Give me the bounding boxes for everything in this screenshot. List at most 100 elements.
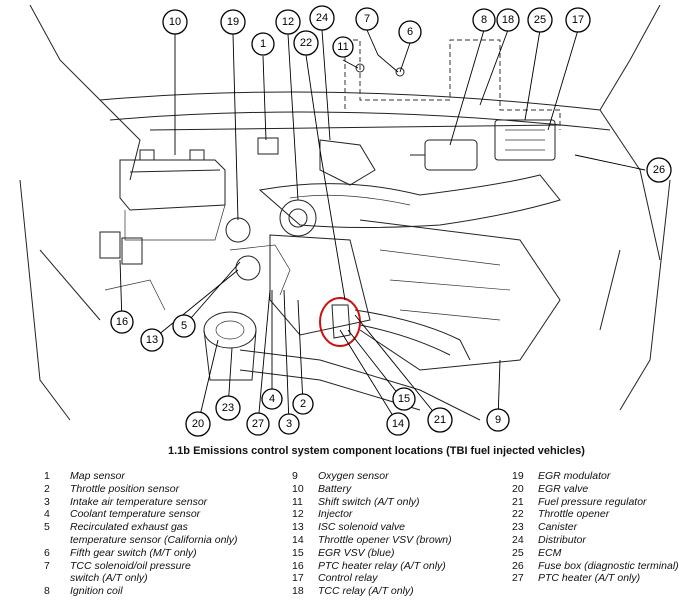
- callout-3: 3: [278, 413, 300, 435]
- legend-label: TCC relay (A/T only): [318, 585, 414, 598]
- relay-box: [99, 231, 166, 311]
- callout-9: 9: [486, 408, 510, 432]
- callout-11: 11: [332, 36, 354, 58]
- legend-number: 27: [512, 572, 524, 585]
- callout-circle: [565, 7, 591, 33]
- callout-circle: [162, 9, 188, 35]
- legend-number: 14: [292, 533, 304, 546]
- highlighted-component: [331, 304, 351, 339]
- legend-number: 21: [512, 495, 524, 508]
- callout-label: 6: [407, 26, 413, 38]
- callout-17: 17: [565, 7, 591, 33]
- legend-label: Coolant temperature sensor: [70, 508, 201, 521]
- callout-label: 5: [181, 320, 187, 332]
- callout-circle: [215, 395, 241, 421]
- legend-number: 8: [44, 585, 50, 598]
- callout-7: 7: [355, 7, 379, 31]
- callout-circle: [251, 32, 275, 56]
- legend-label: Map sensor: [70, 470, 125, 482]
- engine-body: [239, 174, 561, 421]
- callout-circle: [293, 30, 319, 56]
- legend-number: 17: [292, 572, 304, 585]
- legend-number: 20: [512, 482, 524, 495]
- legend-label: ECM: [538, 546, 562, 559]
- callout-circle: [309, 5, 335, 31]
- callout-circle: [185, 411, 211, 437]
- legend-label: Shift switch (A/T only): [318, 495, 420, 508]
- callout-23: 23: [215, 395, 241, 421]
- legend-number: 11: [292, 495, 303, 508]
- callout-20: 20: [185, 411, 211, 437]
- legend-number: 23: [512, 521, 524, 534]
- legend-label: Distributor: [538, 533, 586, 546]
- callout-label: 12: [282, 16, 294, 28]
- legend-label: Ignition coil: [70, 585, 123, 598]
- callout-label: 11: [337, 41, 348, 53]
- callout-14: 14: [386, 412, 410, 436]
- legend-number: 24: [512, 533, 524, 546]
- callout-27: 27: [246, 412, 270, 436]
- figure-caption: 1.1b Emissions control system component …: [168, 445, 585, 457]
- callout-circle: [246, 412, 270, 436]
- callout-circle: [292, 393, 314, 415]
- callout-label: 10: [169, 16, 181, 28]
- legend-number: 18: [292, 585, 304, 598]
- legend-label: Throttle opener: [538, 508, 610, 521]
- legend-number: 5: [44, 521, 50, 534]
- callout-circle: [261, 388, 283, 410]
- legend-label: EGR valve: [538, 482, 589, 495]
- legend-number: 3: [44, 495, 50, 508]
- callout-24: 24: [309, 5, 335, 31]
- callout-19: 19: [220, 9, 246, 35]
- callout-circle: [386, 412, 410, 436]
- callout-circle: [278, 413, 300, 435]
- callout-21: 21: [427, 407, 453, 433]
- legend-number: 25: [512, 546, 524, 559]
- legend-label-continued: temperature sensor (California only): [70, 533, 238, 546]
- callout-circle: [140, 328, 164, 352]
- callout-circle: [398, 20, 422, 44]
- callout-4: 4: [261, 388, 283, 410]
- callout-label: 27: [252, 418, 264, 430]
- callout-label: 15: [398, 393, 410, 405]
- callout-16: 16: [110, 310, 134, 334]
- battery-drawing: [119, 149, 226, 241]
- legend-label: EGR modulator: [538, 470, 611, 482]
- legend-number: 16: [292, 559, 304, 572]
- callout-label: 22: [300, 37, 312, 49]
- legend-item: 25 ECM: [512, 547, 679, 560]
- callout-label: 26: [653, 164, 665, 176]
- callout-13: 13: [140, 328, 164, 352]
- legend-label: Canister: [538, 521, 578, 534]
- leader-lines: [119, 29, 646, 425]
- callout-label: 4: [269, 393, 275, 405]
- callout-5: 5: [172, 314, 196, 338]
- body-outline: [19, 4, 671, 421]
- legend-label: Throttle position sensor: [70, 482, 180, 495]
- legend-item: 24 Distributor: [512, 534, 679, 547]
- legend-number: 13: [292, 521, 304, 534]
- callout-circle: [110, 310, 134, 334]
- legend-number: 2: [44, 482, 50, 495]
- legend-item: 8 Ignition coil: [44, 585, 238, 598]
- callout-circle: [392, 387, 416, 411]
- legend-label: TCC solenoid/oil pressure: [70, 559, 191, 572]
- callout-circle: [646, 157, 672, 183]
- legend-number: 15: [292, 546, 304, 559]
- callout-26: 26: [646, 157, 672, 183]
